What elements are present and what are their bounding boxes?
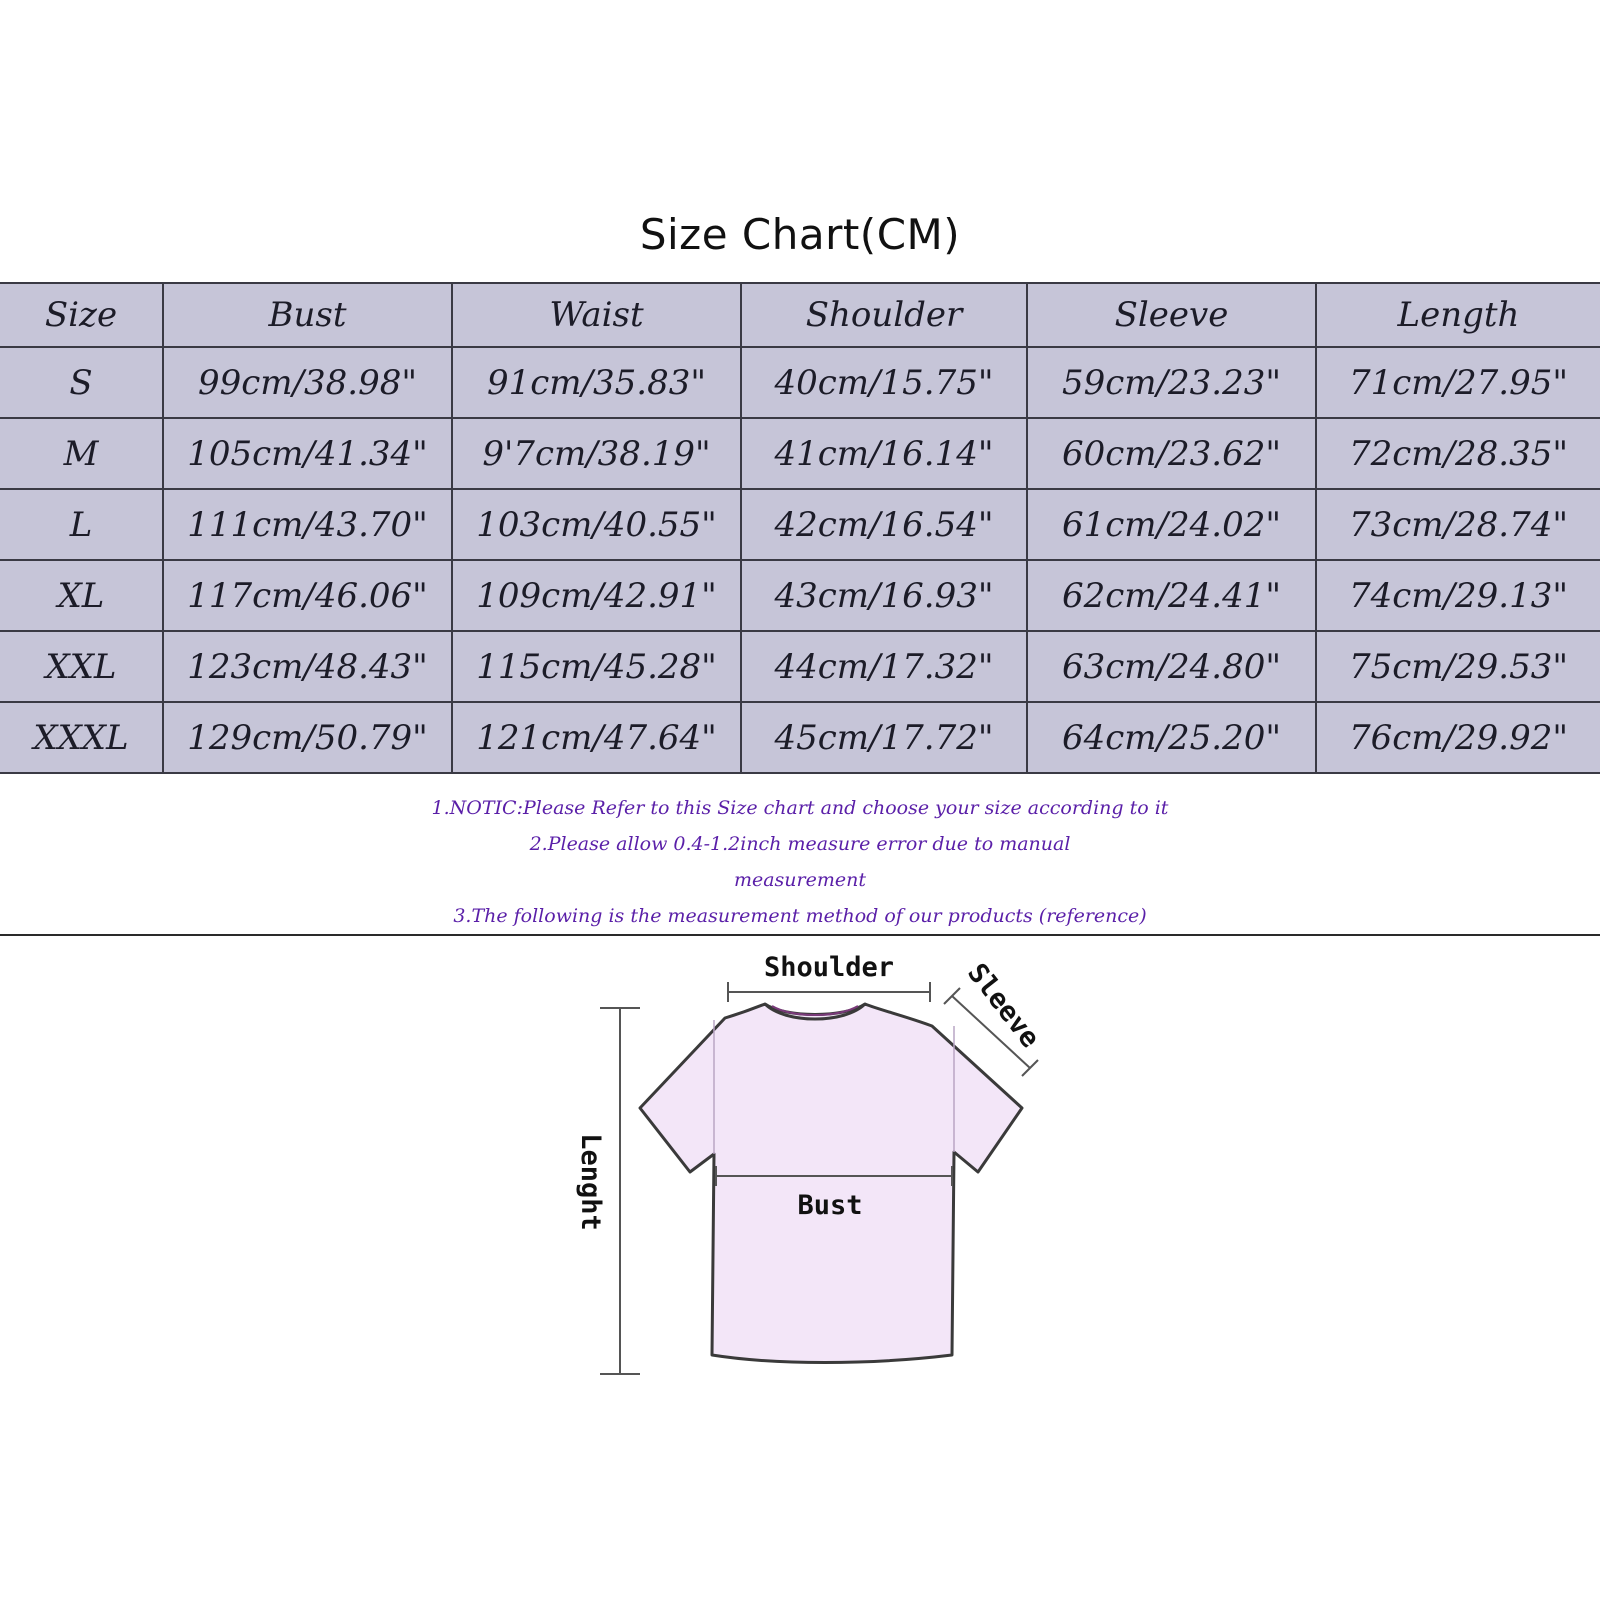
cell-size: S [0, 346, 164, 419]
cell-bust: 105cm/41.34" [162, 417, 453, 490]
cell-shoulder: 40cm/15.75" [740, 346, 1028, 419]
measurement-diagram: Shoulder Sleeve Bust Lenght [560, 940, 1080, 1400]
cell-shoulder: 43cm/16.93" [740, 559, 1028, 632]
note-3: 3.The following is the measurement metho… [453, 905, 1147, 927]
bust-label: Bust [797, 1190, 862, 1221]
cell-waist: 9'7cm/38.19" [451, 417, 742, 490]
table-row: XXXL 129cm/50.79" 121cm/47.64" 45cm/17.7… [0, 701, 1600, 774]
header-waist: Waist [451, 282, 742, 348]
table-header-row: Size Bust Waist Shoulder Sleeve Length [0, 282, 1600, 348]
note-2-continued: measurement [733, 869, 867, 891]
length-label: Lenght [575, 1133, 606, 1231]
cell-shoulder: 41cm/16.14" [740, 417, 1028, 490]
cell-sleeve: 60cm/23.62" [1026, 417, 1317, 490]
table-row: L 111cm/43.70" 103cm/40.55" 42cm/16.54" … [0, 488, 1600, 561]
table-row: XXL 123cm/48.43" 115cm/45.28" 44cm/17.32… [0, 630, 1600, 703]
cell-waist: 115cm/45.28" [451, 630, 742, 703]
cell-bust: 123cm/48.43" [162, 630, 453, 703]
notes: 1.NOTIC:Please Refer to this Size chart … [0, 790, 1600, 934]
cell-size: XXL [0, 630, 164, 703]
header-length: Length [1315, 282, 1600, 348]
cell-sleeve: 59cm/23.23" [1026, 346, 1317, 419]
tshirt-icon [638, 1002, 1024, 1364]
table-row: S 99cm/38.98" 91cm/35.83" 40cm/15.75" 59… [0, 346, 1600, 419]
header-bust: Bust [162, 282, 453, 348]
cell-length: 73cm/28.74" [1315, 488, 1600, 561]
cell-length: 71cm/27.95" [1315, 346, 1600, 419]
cell-waist: 121cm/47.64" [451, 701, 742, 774]
note-2: 2.Please allow 0.4-1.2inch measure error… [529, 833, 1071, 855]
size-table: Size Bust Waist Shoulder Sleeve Length S… [0, 282, 1600, 774]
cell-bust: 111cm/43.70" [162, 488, 453, 561]
table-row: XL 117cm/46.06" 109cm/42.91" 43cm/16.93"… [0, 559, 1600, 632]
cell-size: XXXL [0, 701, 164, 774]
tshirt-diagram: Shoulder Sleeve Bust Lenght [575, 952, 1046, 1375]
header-shoulder: Shoulder [740, 282, 1028, 348]
cell-length: 76cm/29.92" [1315, 701, 1600, 774]
shoulder-label: Shoulder [764, 952, 894, 983]
sleeve-measure-line [951, 995, 1031, 1069]
divider [0, 934, 1600, 936]
cell-shoulder: 44cm/17.32" [740, 630, 1028, 703]
cell-shoulder: 45cm/17.72" [740, 701, 1028, 774]
table-row: M 105cm/41.34" 9'7cm/38.19" 41cm/16.14" … [0, 417, 1600, 490]
neckline [763, 1002, 867, 1021]
sleeve-tick-bottom [1021, 1059, 1039, 1077]
cell-sleeve: 61cm/24.02" [1026, 488, 1317, 561]
cell-waist: 103cm/40.55" [451, 488, 742, 561]
sleeve-label: Sleeve [961, 958, 1045, 1054]
cell-size: L [0, 488, 164, 561]
cell-length: 75cm/29.53" [1315, 630, 1600, 703]
cell-bust: 117cm/46.06" [162, 559, 453, 632]
cell-waist: 91cm/35.83" [451, 346, 742, 419]
cell-length: 72cm/28.35" [1315, 417, 1600, 490]
neckline-inner [771, 1005, 859, 1016]
note-1: 1.NOTIC:Please Refer to this Size chart … [431, 797, 1169, 819]
header-size: Size [0, 282, 164, 348]
sleeve-tick-top [943, 987, 961, 1005]
cell-size: M [0, 417, 164, 490]
page-title: Size Chart(CM) [639, 210, 961, 259]
cell-sleeve: 63cm/24.80" [1026, 630, 1317, 703]
cell-waist: 109cm/42.91" [451, 559, 742, 632]
cell-length: 74cm/29.13" [1315, 559, 1600, 632]
cell-bust: 99cm/38.98" [162, 346, 453, 419]
cell-size: XL [0, 559, 164, 632]
cell-shoulder: 42cm/16.54" [740, 488, 1028, 561]
cell-bust: 129cm/50.79" [162, 701, 453, 774]
header-sleeve: Sleeve [1026, 282, 1317, 348]
cell-sleeve: 62cm/24.41" [1026, 559, 1317, 632]
cell-sleeve: 64cm/25.20" [1026, 701, 1317, 774]
